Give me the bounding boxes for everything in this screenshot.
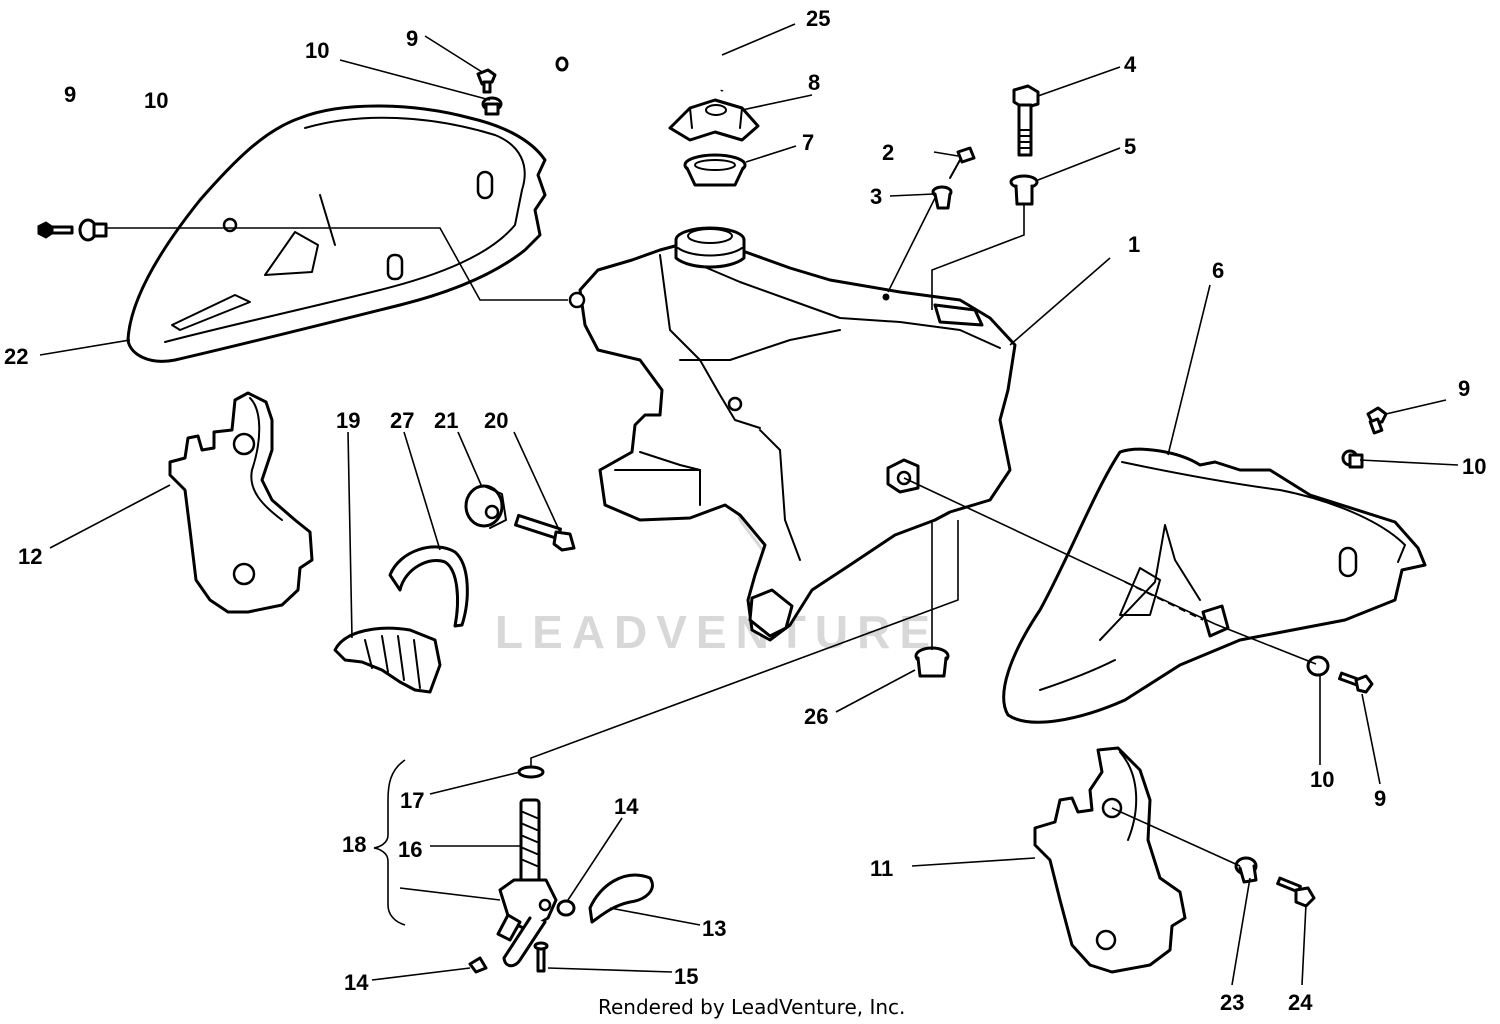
fuel-cap: [668, 98, 760, 142]
callout-9-right: 9: [1458, 376, 1470, 401]
callout-12: 12: [18, 544, 42, 569]
callout-27: 27: [390, 408, 414, 433]
callout-17: 17: [400, 788, 424, 813]
callout-10-lower: 10: [1310, 767, 1334, 792]
left-shroud: [126, 104, 547, 363]
callout-20: 20: [484, 408, 508, 433]
washer-10-lower: [1306, 655, 1330, 677]
cap-gasket: [683, 153, 747, 187]
washer-10-right: [1341, 449, 1364, 469]
fuel-tank: [568, 226, 1017, 642]
left-bracket: [168, 391, 314, 614]
callout-1: 1: [1128, 232, 1140, 257]
grommet-26: [914, 646, 950, 678]
callout-21: 21: [434, 408, 458, 433]
bolt-9-top: [476, 68, 497, 94]
leader-lines: [39, 23, 1459, 986]
bolt-24: [1276, 876, 1316, 908]
fuel-valve-assembly: [468, 765, 654, 974]
collar-23: [1234, 856, 1258, 884]
callout-13: 13: [702, 916, 726, 941]
bolt-9-lower: [1338, 671, 1374, 694]
callout-9-top: 9: [406, 26, 418, 51]
strap-27: [388, 545, 469, 628]
grommet-21: [464, 484, 507, 529]
callout-4: 4: [1124, 52, 1137, 77]
callout-7: 7: [802, 130, 814, 155]
callout-10-top: 10: [305, 38, 329, 63]
bolt-9-right: [1366, 406, 1388, 435]
callout-24: 24: [1288, 990, 1313, 1015]
callout-3: 3: [870, 184, 882, 209]
bolt-9-left: [37, 221, 74, 239]
bolt-20: [514, 513, 576, 552]
callout-9-lower: 9: [1374, 786, 1386, 811]
callout-16: 16: [398, 837, 422, 862]
callout-25: 25: [806, 6, 830, 31]
callout-11: 11: [870, 856, 893, 881]
callout-18: 18: [342, 832, 366, 857]
vent-hose: [555, 21, 730, 92]
callout-8: 8: [808, 70, 820, 95]
callout-23: 23: [1220, 990, 1244, 1015]
bolt-4: [1012, 84, 1040, 157]
callout-2: 2: [882, 140, 894, 165]
callout-15: 15: [674, 964, 698, 989]
callout-9-left: 9: [64, 82, 76, 107]
callout-14-upper: 14: [614, 794, 639, 819]
callout-22: 22: [4, 344, 28, 369]
credit-text: Rendered by LeadVenture, Inc.: [598, 995, 905, 1019]
callout-26: 26: [804, 704, 828, 729]
callout-14-lower: 14: [344, 970, 369, 995]
callout-6: 6: [1212, 258, 1224, 283]
right-bracket: [1033, 746, 1187, 974]
washer-10-left: [78, 218, 108, 242]
watermark: LEADVENTURE: [495, 606, 939, 658]
callout-5: 5: [1124, 134, 1136, 159]
washer-10-top: [481, 96, 503, 116]
collar-3: [931, 185, 953, 210]
callout-10-left: 10: [144, 88, 168, 113]
callout-labels: 1 2 3 4 5 6 7 8 9 9 9 9 10 10 10 10 11 1…: [4, 6, 1486, 1015]
right-shroud: [1002, 447, 1427, 724]
bolt-2: [949, 146, 976, 179]
callout-19: 19: [336, 408, 360, 433]
heat-shield-19: [333, 626, 442, 694]
callout-10-right: 10: [1462, 454, 1486, 479]
collar-5: [1009, 174, 1039, 206]
